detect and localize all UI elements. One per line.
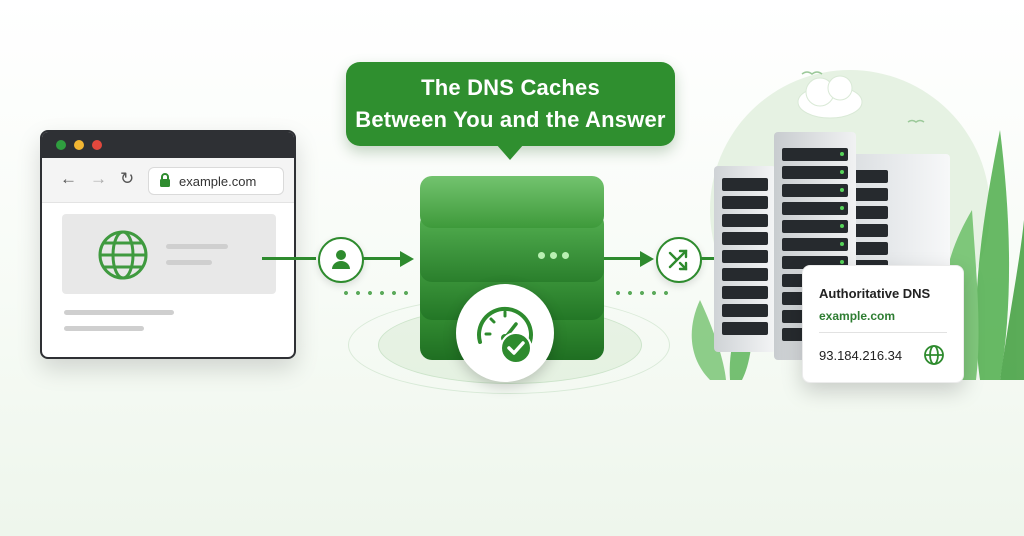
user-node: [318, 237, 364, 283]
title-line-1: The DNS Caches: [421, 75, 600, 100]
title-line-2: Between You and the Answer: [355, 107, 666, 132]
placeholder-line: [166, 244, 228, 249]
status-light: [538, 252, 545, 259]
divider: [819, 332, 947, 333]
route-arrows-icon: [668, 249, 688, 271]
lock-icon: [160, 173, 170, 187]
cloud-icon: [797, 75, 863, 119]
authoritative-dns-card: Authoritative DNS example.com 93.184.216…: [802, 265, 964, 383]
auth-domain: example.com: [819, 309, 896, 323]
address-bar[interactable]: example.com: [148, 167, 284, 195]
back-arrow-icon[interactable]: ←: [60, 169, 77, 188]
arrow-line: [362, 257, 402, 260]
window-close-dot[interactable]: [56, 140, 66, 150]
server-top: [420, 176, 604, 228]
arrow-line: [700, 257, 718, 260]
browser-window: ← → ↻ example.com: [40, 130, 296, 359]
window-maximize-dot[interactable]: [92, 140, 102, 150]
title-bubble: The DNS Caches Between You and the Answe…: [346, 62, 675, 160]
status-light: [550, 252, 557, 259]
globe-icon: [924, 345, 944, 365]
refresh-icon[interactable]: ↻: [120, 169, 135, 188]
dotted-connector: [612, 291, 676, 295]
forward-arrow-icon[interactable]: →: [90, 169, 107, 188]
url-text: example.com: [179, 174, 257, 189]
resolver-node: [656, 237, 702, 283]
placeholder-line: [64, 310, 174, 315]
arrow-head: [640, 251, 654, 267]
window-minimize-dot[interactable]: [74, 140, 84, 150]
user-icon: [332, 250, 350, 269]
arrow-line: [262, 257, 316, 260]
cache-speed-badge: [456, 284, 554, 382]
speedometer-check-icon: [477, 306, 533, 364]
placeholder-line: [166, 260, 212, 265]
browser-nav-row: ← → ↻ example.com: [42, 158, 294, 203]
globe-icon: [98, 230, 148, 280]
server-tower: [714, 166, 776, 352]
arrow-head: [400, 251, 414, 267]
page-hero-card: [62, 214, 276, 294]
browser-title-bar: [42, 132, 294, 158]
auth-title: Authoritative DNS: [819, 286, 931, 301]
placeholder-line: [64, 326, 144, 331]
status-light: [562, 252, 569, 259]
auth-ip-address: 93.184.216.34: [819, 348, 903, 363]
arrow-line: [604, 257, 644, 260]
dotted-connector: [340, 291, 412, 295]
